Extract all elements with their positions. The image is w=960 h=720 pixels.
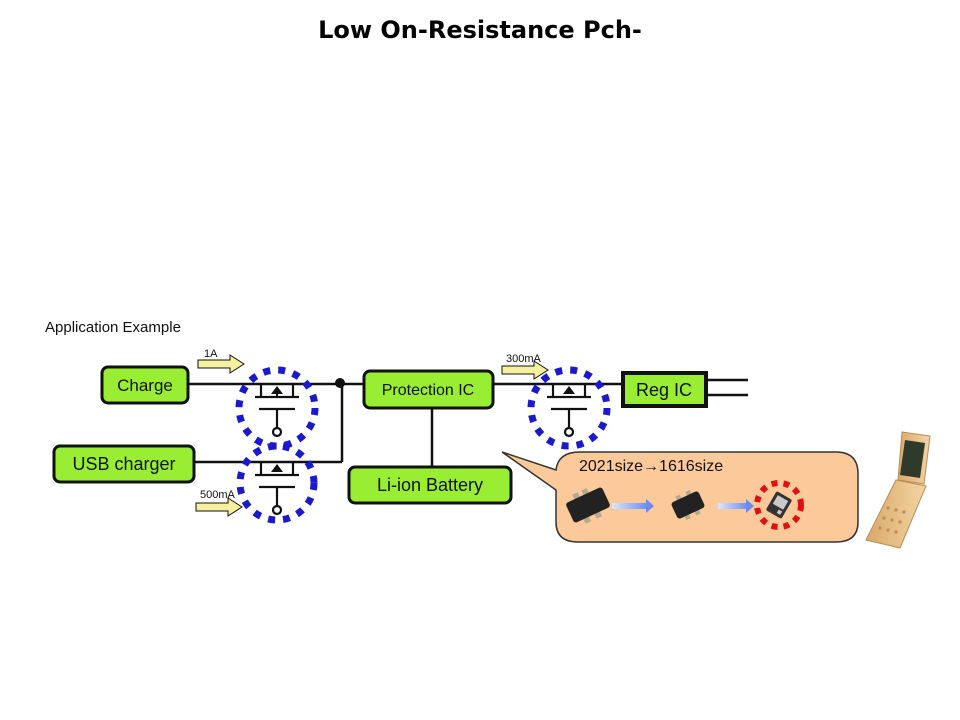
block-li-ion-battery: Li-ion Battery xyxy=(347,465,513,505)
callout-text: 2021size→1616size xyxy=(579,458,723,475)
highlight-ring xyxy=(235,366,319,450)
block-li-ion-battery-label: Li-ion Battery xyxy=(377,475,483,495)
slide-title: Low On-Resistance Pch- xyxy=(318,16,642,44)
block-usb-charger: USB charger xyxy=(52,444,196,484)
highlight-ring xyxy=(236,442,318,524)
package-size-callout: 2021size→1616size xyxy=(501,451,859,543)
mobile-phone-image xyxy=(865,431,931,549)
shrink-arrow xyxy=(718,503,748,509)
package-1616 xyxy=(754,480,804,530)
block-charge-label: Charge xyxy=(117,376,173,395)
block-charge: Charge xyxy=(100,365,190,405)
highlight-ring xyxy=(527,366,611,450)
current-label-usb: 500mA xyxy=(200,489,236,501)
current-label-output: 300mA xyxy=(506,353,542,365)
junction-dot xyxy=(335,378,345,388)
current-arrow-output: 300mA xyxy=(501,353,549,380)
block-usb-charger-label: USB charger xyxy=(72,454,175,474)
block-reg-ic-label: Reg IC xyxy=(636,380,692,400)
block-protection-ic: Protection IC xyxy=(362,369,495,410)
current-label-charge: 1A xyxy=(204,348,218,360)
mosfet-output-path xyxy=(527,366,611,450)
package-intermediate xyxy=(671,489,705,521)
section-label: Application Example xyxy=(45,319,181,336)
mosfet-usb-path xyxy=(236,442,318,524)
block-reg-ic: Reg IC xyxy=(621,371,708,408)
package-2021 xyxy=(566,487,610,524)
current-arrow-usb: 500mA xyxy=(195,489,243,517)
mosfet-charge-path xyxy=(235,366,319,450)
block-protection-ic-label: Protection IC xyxy=(382,382,474,399)
shrink-arrow xyxy=(612,503,648,509)
current-arrow-charge: 1A xyxy=(197,348,245,374)
